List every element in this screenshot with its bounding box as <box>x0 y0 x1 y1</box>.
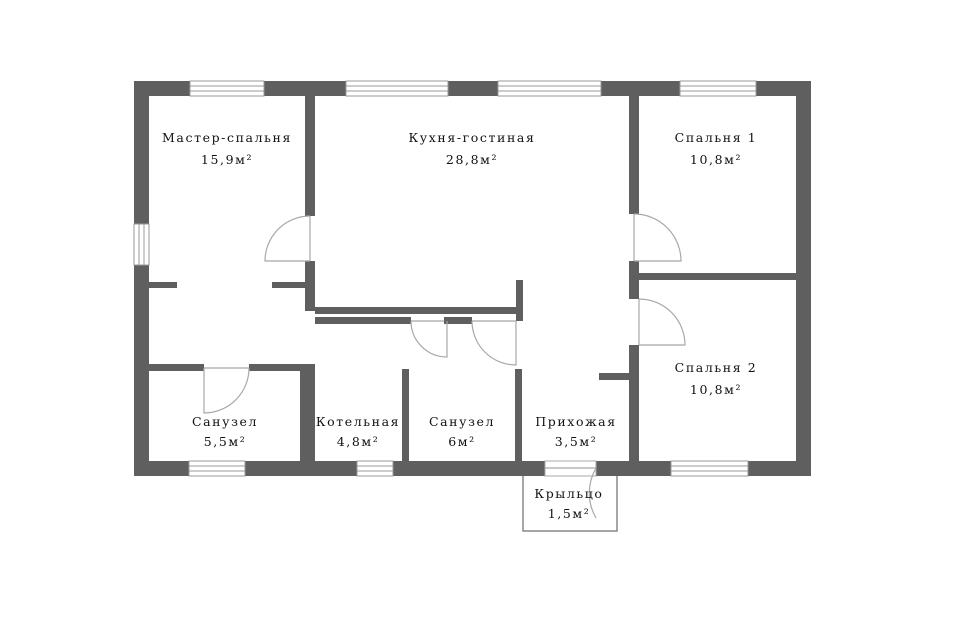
window-kitchen-top-2 <box>497 80 602 97</box>
wall-kitchen-bedroom-upper <box>629 96 639 214</box>
door-master-bedroom[interactable] <box>264 215 311 262</box>
room-porch-area: 1,5м² <box>548 506 591 521</box>
wall-bath2-top-stub <box>444 317 472 324</box>
door-entrance[interactable] <box>545 467 597 519</box>
door-bedroom-2[interactable] <box>638 298 686 346</box>
wall-top-3 <box>448 81 498 96</box>
windows <box>133 80 757 477</box>
wall-master-kitchen-lower <box>305 261 315 311</box>
wall-bedroom-divider-stub <box>629 261 639 299</box>
room-bedroom-2-name: Спальня 2 <box>675 360 758 375</box>
room-bathroom-1-area: 5,5м² <box>204 434 247 449</box>
porch-outline <box>522 470 618 532</box>
room-hallway-area: 3,5м² <box>555 434 598 449</box>
wall-master-kitchen-upper <box>305 96 315 216</box>
room-boiler-name: Котельная <box>316 414 400 429</box>
wall-kitchen-bottom <box>315 307 523 314</box>
room-master-bedroom-name: Мастер-спальня <box>162 130 292 145</box>
room-kitchen-living-name: Кухня-гостиная <box>409 130 536 145</box>
room-bathroom-2-name: Санузел <box>429 414 495 429</box>
room-bathroom-2-area: 6м² <box>448 434 476 449</box>
wall-bottom-1 <box>134 461 189 476</box>
wall-left-2 <box>134 265 149 476</box>
door-bedroom-1[interactable] <box>633 213 682 262</box>
wall-right <box>796 81 811 476</box>
wall-top-4 <box>601 81 680 96</box>
wall-bath2-right <box>515 369 522 461</box>
wall-left-1 <box>134 81 149 224</box>
room-bathroom-1-name: Санузел <box>192 414 258 429</box>
door-bathroom-2[interactable] <box>471 320 517 366</box>
wall-boiler-right <box>402 369 409 461</box>
exterior-walls <box>134 81 811 476</box>
room-porch-name: Крыльцо <box>534 486 603 501</box>
room-bedroom-1-name: Спальня 1 <box>675 130 758 145</box>
window-bedroom1-top <box>679 80 757 97</box>
room-bedroom-1-area: 10,8м² <box>690 152 742 167</box>
window-master-top <box>189 80 265 97</box>
wall-top-2 <box>264 81 346 96</box>
window-master-left <box>133 223 150 266</box>
wall-kitchen-bottom-end <box>516 280 523 321</box>
wall-bedroom1-bedroom2 <box>639 273 796 280</box>
wall-master-stub-left <box>149 282 177 288</box>
wall-bottom-2 <box>245 461 357 476</box>
wall-bedroom2-left <box>629 345 639 461</box>
door-boiler-room[interactable] <box>410 320 448 358</box>
doors <box>203 213 686 519</box>
wall-bottom-3 <box>393 461 545 476</box>
window-kitchen-top-1 <box>345 80 449 97</box>
wall-bottom-5 <box>748 461 811 476</box>
window-boiler-bottom <box>356 460 394 477</box>
room-kitchen-living-area: 28,8м² <box>446 152 498 167</box>
wall-bath1-right <box>300 364 315 461</box>
wall-bath1-top-right <box>249 364 315 371</box>
door-bathroom-1[interactable] <box>203 367 250 414</box>
window-bedroom2-bottom <box>670 460 749 477</box>
window-bathroom-bottom <box>188 460 246 477</box>
room-hallway-name: Прихожая <box>535 414 616 429</box>
room-labels: Мастер-спальня 15,9м² Кухня-гостиная 28,… <box>162 130 758 521</box>
wall-bottom-4 <box>596 461 671 476</box>
wall-bath1-top-left <box>149 364 204 371</box>
wall-boiler-top <box>315 317 411 324</box>
room-bedroom-2-area: 10,8м² <box>690 382 742 397</box>
room-master-bedroom-area: 15,9м² <box>201 152 253 167</box>
interior-walls <box>149 96 796 461</box>
room-boiler-area: 4,8м² <box>337 434 380 449</box>
wall-master-stub-right <box>272 282 305 288</box>
wall-hall-stub <box>599 373 629 380</box>
